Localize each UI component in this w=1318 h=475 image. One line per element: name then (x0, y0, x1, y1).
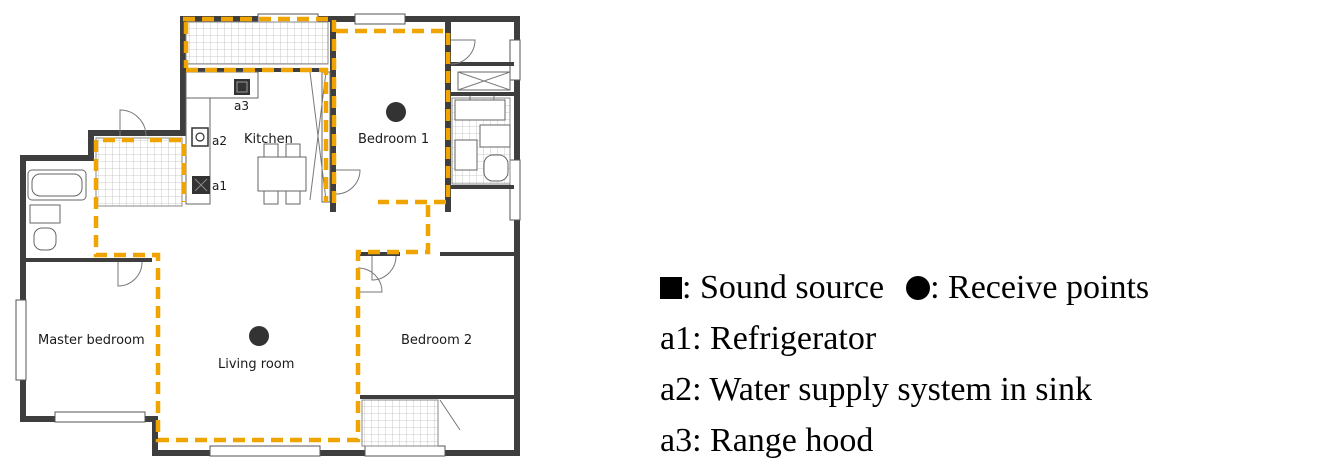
circle-marker-icon (906, 276, 931, 300)
source-a3-marker (234, 79, 250, 95)
toilet (33, 227, 57, 251)
room-label-living: Living room (218, 357, 294, 372)
sound-sources (191, 79, 250, 194)
floor-plan: Kitchen Bedroom 1 Bedroom 2 Master bedro… (15, 13, 521, 457)
receive-point-bedroom1 (386, 102, 406, 122)
dining-table (257, 156, 307, 192)
windows (15, 13, 521, 457)
room-label-master: Master bedroom (38, 333, 145, 348)
room-label-bedroom2: Bedroom 2 (401, 333, 472, 348)
legend: : Sound source : Receive points a1: Refri… (660, 262, 1300, 466)
source-label-a3: a3 (234, 99, 249, 113)
square-marker-icon (660, 277, 682, 299)
source-a2-marker (191, 127, 209, 147)
source-label-a1: a1 (212, 179, 227, 193)
receive-points (249, 102, 406, 346)
legend-a2: a2: Water supply system in sink (660, 371, 1092, 408)
room-label-kitchen: Kitchen (244, 132, 293, 147)
source-label-a2: a2 (212, 134, 227, 148)
evaluated-area-boundary (93, 16, 451, 443)
legend-a3: a3: Range hood (660, 422, 874, 459)
legend-a1: a1: Refrigerator (660, 320, 877, 357)
legend-markers-row: : Sound source : Receive points (660, 262, 1300, 313)
fixtures (27, 71, 511, 251)
toilet (483, 154, 509, 182)
door-swings (117, 39, 495, 431)
room-label-bedroom1: Bedroom 1 (358, 132, 429, 147)
legend-receive-label: : Receive points (930, 269, 1150, 306)
legend-source-label: : Sound source (682, 269, 885, 306)
receive-point-living (249, 326, 269, 346)
